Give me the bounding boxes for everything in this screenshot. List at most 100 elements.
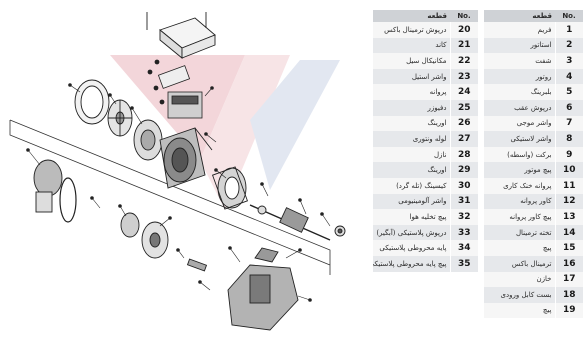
part-name: بست کابل ورودی [484,287,555,303]
part-number: 23 [449,68,478,85]
part-number: 32 [449,209,478,225]
part-number: 30 [449,177,478,194]
leader-lines [26,83,331,302]
part-number: 20 [449,22,478,38]
part-name: تخته ترمینال [484,224,555,241]
part-number: 9 [554,146,583,163]
part-name: لوله ونتوری [373,131,450,147]
part-number: 12 [554,193,583,210]
part-name: واشر آلومینیومی [373,193,450,210]
part-name: ترمینال باکس [484,255,555,272]
part-name: شفت [484,53,555,69]
stator [211,166,249,210]
part-number: 25 [449,99,478,116]
rear-cover [133,119,163,161]
header-part-number: No. [450,10,478,22]
part-number: 18 [554,287,583,303]
part-number: 28 [449,146,478,163]
header-part-name: قطعه [484,10,555,22]
part-name: دفیوزر [373,99,450,116]
part-name: درپوش پلاستیکی (آبگیر) [373,224,450,241]
exploded-pump-diagram [9,12,346,331]
part-name: پایه محروطی پلاستیکی [373,240,450,256]
table-row: برکت (واسطه)9 [484,146,583,163]
part-name: پیچ موتور [484,162,555,178]
part-number: 27 [449,131,478,147]
part-name: پیچ [484,240,555,256]
table-header-row: قطعه No. [373,10,478,22]
part-name: واشر استیل [373,68,450,85]
part-name: فریم [484,22,555,38]
part-name: روتور [484,68,555,85]
part-number: 33 [449,224,478,241]
part-name: خازن [484,271,555,288]
part-name: کاور پروانه [484,193,555,210]
part-name: واشر لاستیکی [484,131,555,147]
part-number: 14 [554,224,583,241]
part-number: 8 [554,131,583,147]
pump-casing [33,159,208,272]
header-part-number: No. [555,10,583,22]
part-number: 13 [554,209,583,225]
part-name: کاند [373,37,450,54]
rotor-shaft [249,204,346,241]
part-number: 16 [554,255,583,272]
pump-body [227,247,299,331]
part-number: 1 [554,22,583,38]
part-number: 35 [449,255,478,272]
part-name: اورینگ [373,162,450,178]
part-name: درپوش عقب [484,99,555,116]
part-name: مکانیکال سیل [373,53,450,69]
part-number: 10 [554,162,583,178]
part-name: پیچ کاور پروانه [484,209,555,225]
part-name: پیچ پایه محروطی پلاستیکی [373,255,450,272]
table-row: درپوش پلاستیکی (آبگیر)33 [373,224,478,241]
part-name: بلبرینگ [484,84,555,100]
part-number: 15 [554,240,583,256]
part-name: واشر موجی [484,115,555,132]
part-name: پروانه خنک کاری [484,177,555,194]
fan-cover [74,79,110,125]
motor-assembly-frame [9,119,331,275]
part-number: 29 [449,162,478,178]
part-name: کیسینگ (تله گرد) [373,177,450,194]
part-number: 17 [554,271,583,288]
part-number: 21 [449,37,478,54]
header-part-name: قطعه [373,10,450,22]
part-name: پروانه [373,84,450,100]
part-number: 4 [554,68,583,85]
part-number: 3 [554,53,583,69]
part-number: 22 [449,53,478,69]
part-number: 19 [554,302,583,319]
part-number: 34 [449,240,478,256]
motor-frame [159,127,213,189]
cooling-fan [107,99,133,137]
